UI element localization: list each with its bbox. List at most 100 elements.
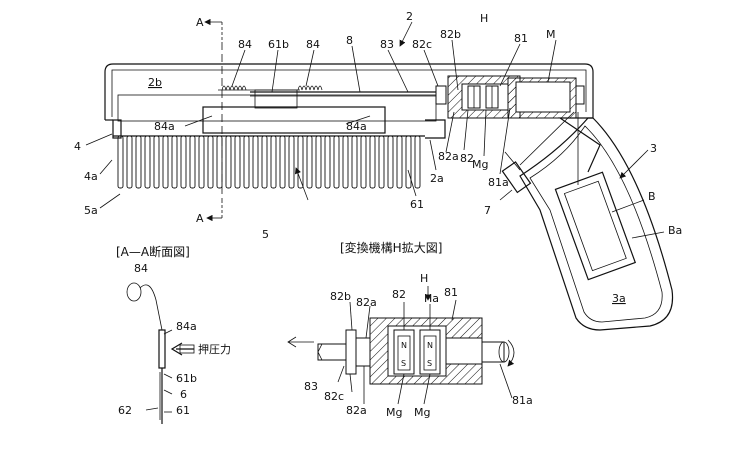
housing-inner xyxy=(111,69,587,117)
section-blade-84a xyxy=(158,329,166,369)
detail-motion-arrow xyxy=(287,336,314,348)
comb-tooth xyxy=(378,135,385,189)
leader-4a xyxy=(99,159,113,175)
end-cap-4 xyxy=(112,119,122,139)
motor-M-inner xyxy=(515,81,571,113)
comb-tooth xyxy=(189,135,196,189)
comb-tooth xyxy=(405,135,412,189)
leader-84a-r xyxy=(345,115,371,125)
section-label-61: 61 xyxy=(176,404,190,417)
leader-61 xyxy=(407,169,417,197)
detail-h-title: [変換機構H拡大図] xyxy=(340,240,442,255)
leader-2 xyxy=(399,21,413,47)
leader-61b xyxy=(271,49,279,93)
label-8: 8 xyxy=(346,34,353,47)
leader-82b xyxy=(451,39,459,91)
spring-left xyxy=(221,85,247,91)
label-5a: 5a xyxy=(84,204,98,217)
comb-tooth xyxy=(387,135,394,189)
leader-2a xyxy=(429,139,437,171)
leader-4 xyxy=(85,133,113,146)
comb-tooth xyxy=(279,135,286,189)
detail-label-82: 82 xyxy=(392,288,406,301)
section-label-pressure: 押圧力 xyxy=(198,342,231,356)
label-82c: 82c xyxy=(412,38,432,51)
label-3: 3 xyxy=(650,142,657,155)
leader-84r xyxy=(305,49,315,87)
detail-shaft-end xyxy=(498,341,510,363)
detail-label-Ha: Ha xyxy=(424,292,439,305)
label-81: 81 xyxy=(514,32,528,45)
leader-7 xyxy=(499,189,513,201)
label-H: H xyxy=(480,12,488,25)
comb-tooth xyxy=(342,135,349,189)
comb-tooth xyxy=(333,135,340,189)
section-label-6: 6 xyxy=(180,388,187,401)
leader-84l xyxy=(231,49,246,87)
section-spring-loop xyxy=(126,282,142,302)
comb-tooth xyxy=(198,135,205,189)
comb-tooth xyxy=(180,135,187,189)
label-2: 2 xyxy=(406,10,413,23)
label-84-right: 84 xyxy=(306,38,320,51)
label-82a: 82a xyxy=(438,150,459,163)
leader-5 xyxy=(294,167,309,201)
detail-label-82a-bottom: 82a xyxy=(346,404,367,417)
comb-tooth xyxy=(252,135,259,189)
label-A-top: A xyxy=(196,16,204,29)
comb-tooth xyxy=(234,135,241,189)
label-81a: 81a xyxy=(488,176,509,189)
comb-tooth xyxy=(360,135,367,189)
section-aa-view: [A—A断面図] 84 84a 押圧力 61b 6 62 61 xyxy=(116,244,231,424)
comb-tooth xyxy=(324,135,331,189)
comb-tooth xyxy=(171,135,178,189)
detail-leader-81a xyxy=(499,363,513,399)
comb-tooth xyxy=(297,135,304,189)
label-Ba: Ba xyxy=(668,224,682,237)
wire-3 xyxy=(504,151,521,171)
label-82b: 82b xyxy=(440,28,461,41)
label-7: 7 xyxy=(484,204,491,217)
label-M: M xyxy=(546,28,556,41)
detail-label-83: 83 xyxy=(304,380,318,393)
detail-leader-81 xyxy=(451,299,457,321)
comb-tooth xyxy=(351,135,358,189)
detail-slot xyxy=(445,337,483,365)
label-84a-right: 84a xyxy=(346,120,367,133)
detail-label-H: H xyxy=(420,272,428,285)
pressure-arrow-body xyxy=(179,344,195,354)
detail-leader-82b xyxy=(349,301,353,331)
motor-end xyxy=(575,85,585,105)
pressure-arrow xyxy=(170,342,194,356)
detail-magnet-81-N: N xyxy=(427,341,433,350)
spring-right xyxy=(297,85,323,91)
switch-7 xyxy=(501,161,532,194)
detail-collar-82b xyxy=(355,337,371,367)
label-4a: 4a xyxy=(84,170,98,183)
comb-tooth xyxy=(306,135,313,189)
leader-81 xyxy=(499,43,521,87)
comb-tooth xyxy=(270,135,277,189)
detail-magnet-82-S: S xyxy=(401,359,406,368)
leader-82 xyxy=(463,109,469,151)
leader-M xyxy=(547,39,557,83)
comb-tooth xyxy=(288,135,295,189)
detail-magnet-82-inner xyxy=(397,335,411,371)
comb-tooth xyxy=(117,135,124,189)
label-61b: 61b xyxy=(268,38,289,51)
detail-rotation-arrow xyxy=(507,339,515,367)
section-label-61b: 61b xyxy=(176,372,197,385)
comb-tooth xyxy=(225,135,232,189)
label-61: 61 xyxy=(410,198,424,211)
section-leader-62 xyxy=(145,407,159,411)
comb-tooth xyxy=(414,135,421,189)
comb-tooth xyxy=(153,135,160,189)
section-leader-84a xyxy=(163,329,173,335)
label-2b: 2b xyxy=(148,76,162,89)
label-B: B xyxy=(648,190,656,203)
slider-center xyxy=(254,89,298,109)
detail-label-81a: 81a xyxy=(512,394,533,407)
detail-label-82b: 82b xyxy=(330,290,351,303)
comb-tooth xyxy=(261,135,268,189)
detail-label-Mg-left: Mg xyxy=(386,406,402,419)
